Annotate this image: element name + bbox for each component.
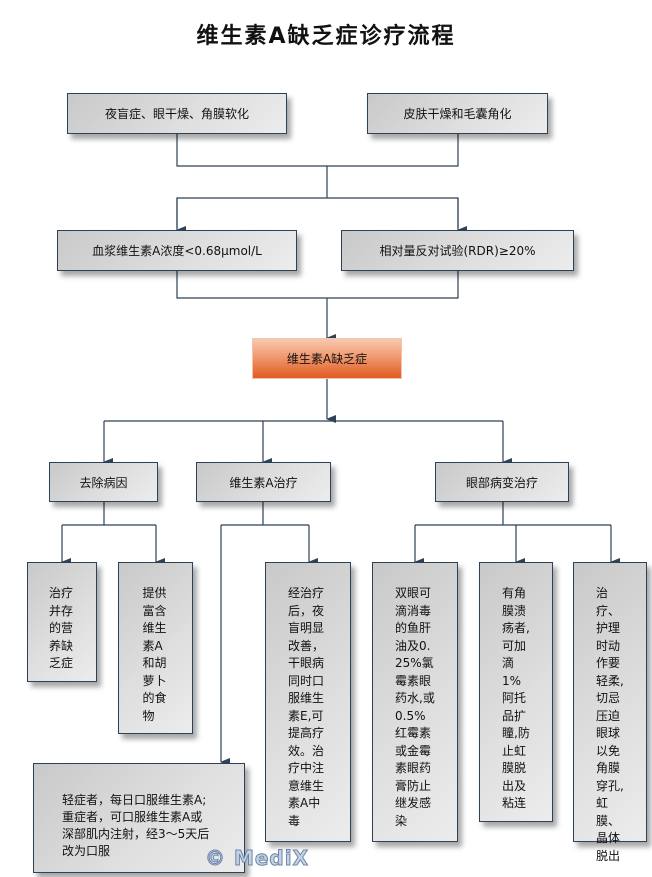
connector-symptoms-merge	[176, 134, 459, 167]
diagnosis-text: 维生素A缺乏症	[286, 352, 368, 366]
leaf-text: 双眼可滴消毒的鱼肝油及0.25%氯霉素眼药水,或0.5%红霉素或金霉素眼药膏防止…	[395, 586, 435, 828]
leaf-text: 有角膜溃疡者,可加滴1%阿托品扩瞳,防止虹膜脱出及粘连	[502, 586, 530, 810]
connector-branch3-split	[415, 502, 611, 526]
diagnosis-box: 维生素A缺乏症	[252, 338, 402, 379]
test-box-plasma: 血浆维生素A浓度<0.68μmol/L	[57, 230, 297, 271]
branch-label: 眼部病变治疗	[465, 475, 538, 490]
connector-tests-merge	[176, 270, 459, 299]
note-line: 深部肌内注射，经3～5天后	[62, 827, 210, 841]
leaf-box-eye-drops: 双眼可滴消毒的鱼肝油及0.25%氯霉素眼药水,或0.5%红霉素或金霉素眼药膏防止…	[372, 562, 458, 842]
branch-box-eye-treatment: 眼部病变治疗	[435, 462, 569, 502]
connector-split-tests	[176, 197, 459, 228]
symptom-text: 夜盲症、眼干燥、角膜软化	[104, 107, 249, 121]
leaf-box-treat-deficiency: 治疗并存的营养缺乏症	[27, 562, 97, 682]
symptom-text: 皮肤干燥和毛囊角化	[403, 107, 512, 121]
connector-branch2-split	[221, 502, 309, 526]
leaf-text: 治疗并存的营养缺乏症	[49, 586, 74, 670]
note-line: 改为口服	[62, 844, 111, 858]
watermark: © MediX	[204, 846, 310, 871]
page-title: 维生素A缺乏症诊疗流程	[196, 24, 456, 49]
leaf-text: 治疗、护理时动作要轻柔,切忌压迫眼球以免角膜穿孔,虹膜、晶体脱出	[596, 586, 624, 863]
connector-branch1-split	[62, 502, 156, 526]
branch-box-vitamin-a-therapy: 维生素A治疗	[196, 462, 331, 502]
test-text: 血浆维生素A浓度<0.68μmol/L	[92, 244, 262, 258]
leaf-box-dosage-note: 轻症者，每日口服维生素A; 重症者，可口服维生素A或 深部肌内注射，经3～5天后…	[33, 763, 245, 873]
leaf-box-treatment-effect: 经治疗后，夜盲明显改善，干眼病同时口服维生素E,可提高疗效。治疗中注意维生素A中…	[265, 562, 351, 842]
branch-label: 维生素A治疗	[229, 475, 298, 490]
branch-box-remove-cause: 去除病因	[49, 462, 158, 502]
test-text: 相对量反对试验(RDR)≥20%	[379, 244, 536, 258]
test-box-rdr: 相对量反对试验(RDR)≥20%	[341, 230, 574, 271]
leaf-text: 经治疗后，夜盲明显改善，干眼病同时口服维生素E,可提高疗效。治疗中注意维生素A中…	[288, 586, 325, 828]
leaf-box-provide-food: 提供富含维生素A和胡萝卜的食物	[118, 562, 193, 734]
note-line: 重症者，可口服维生素A或	[62, 810, 203, 824]
symptom-box-skin: 皮肤干燥和毛囊角化	[367, 93, 548, 134]
symptom-box-eye: 夜盲症、眼干燥、角膜软化	[67, 93, 287, 134]
leaf-box-care: 治疗、护理时动作要轻柔,切忌压迫眼球以免角膜穿孔,虹膜、晶体脱出	[573, 562, 647, 863]
branch-label: 去除病因	[79, 475, 128, 490]
leaf-text: 提供富含维生素A和胡萝卜的食物	[142, 586, 167, 723]
note-line: 轻症者，每日口服维生素A;	[62, 793, 207, 807]
leaf-box-corneal-ulcer: 有角膜溃疡者,可加滴1%阿托品扩瞳,防止虹膜脱出及粘连	[479, 562, 553, 822]
